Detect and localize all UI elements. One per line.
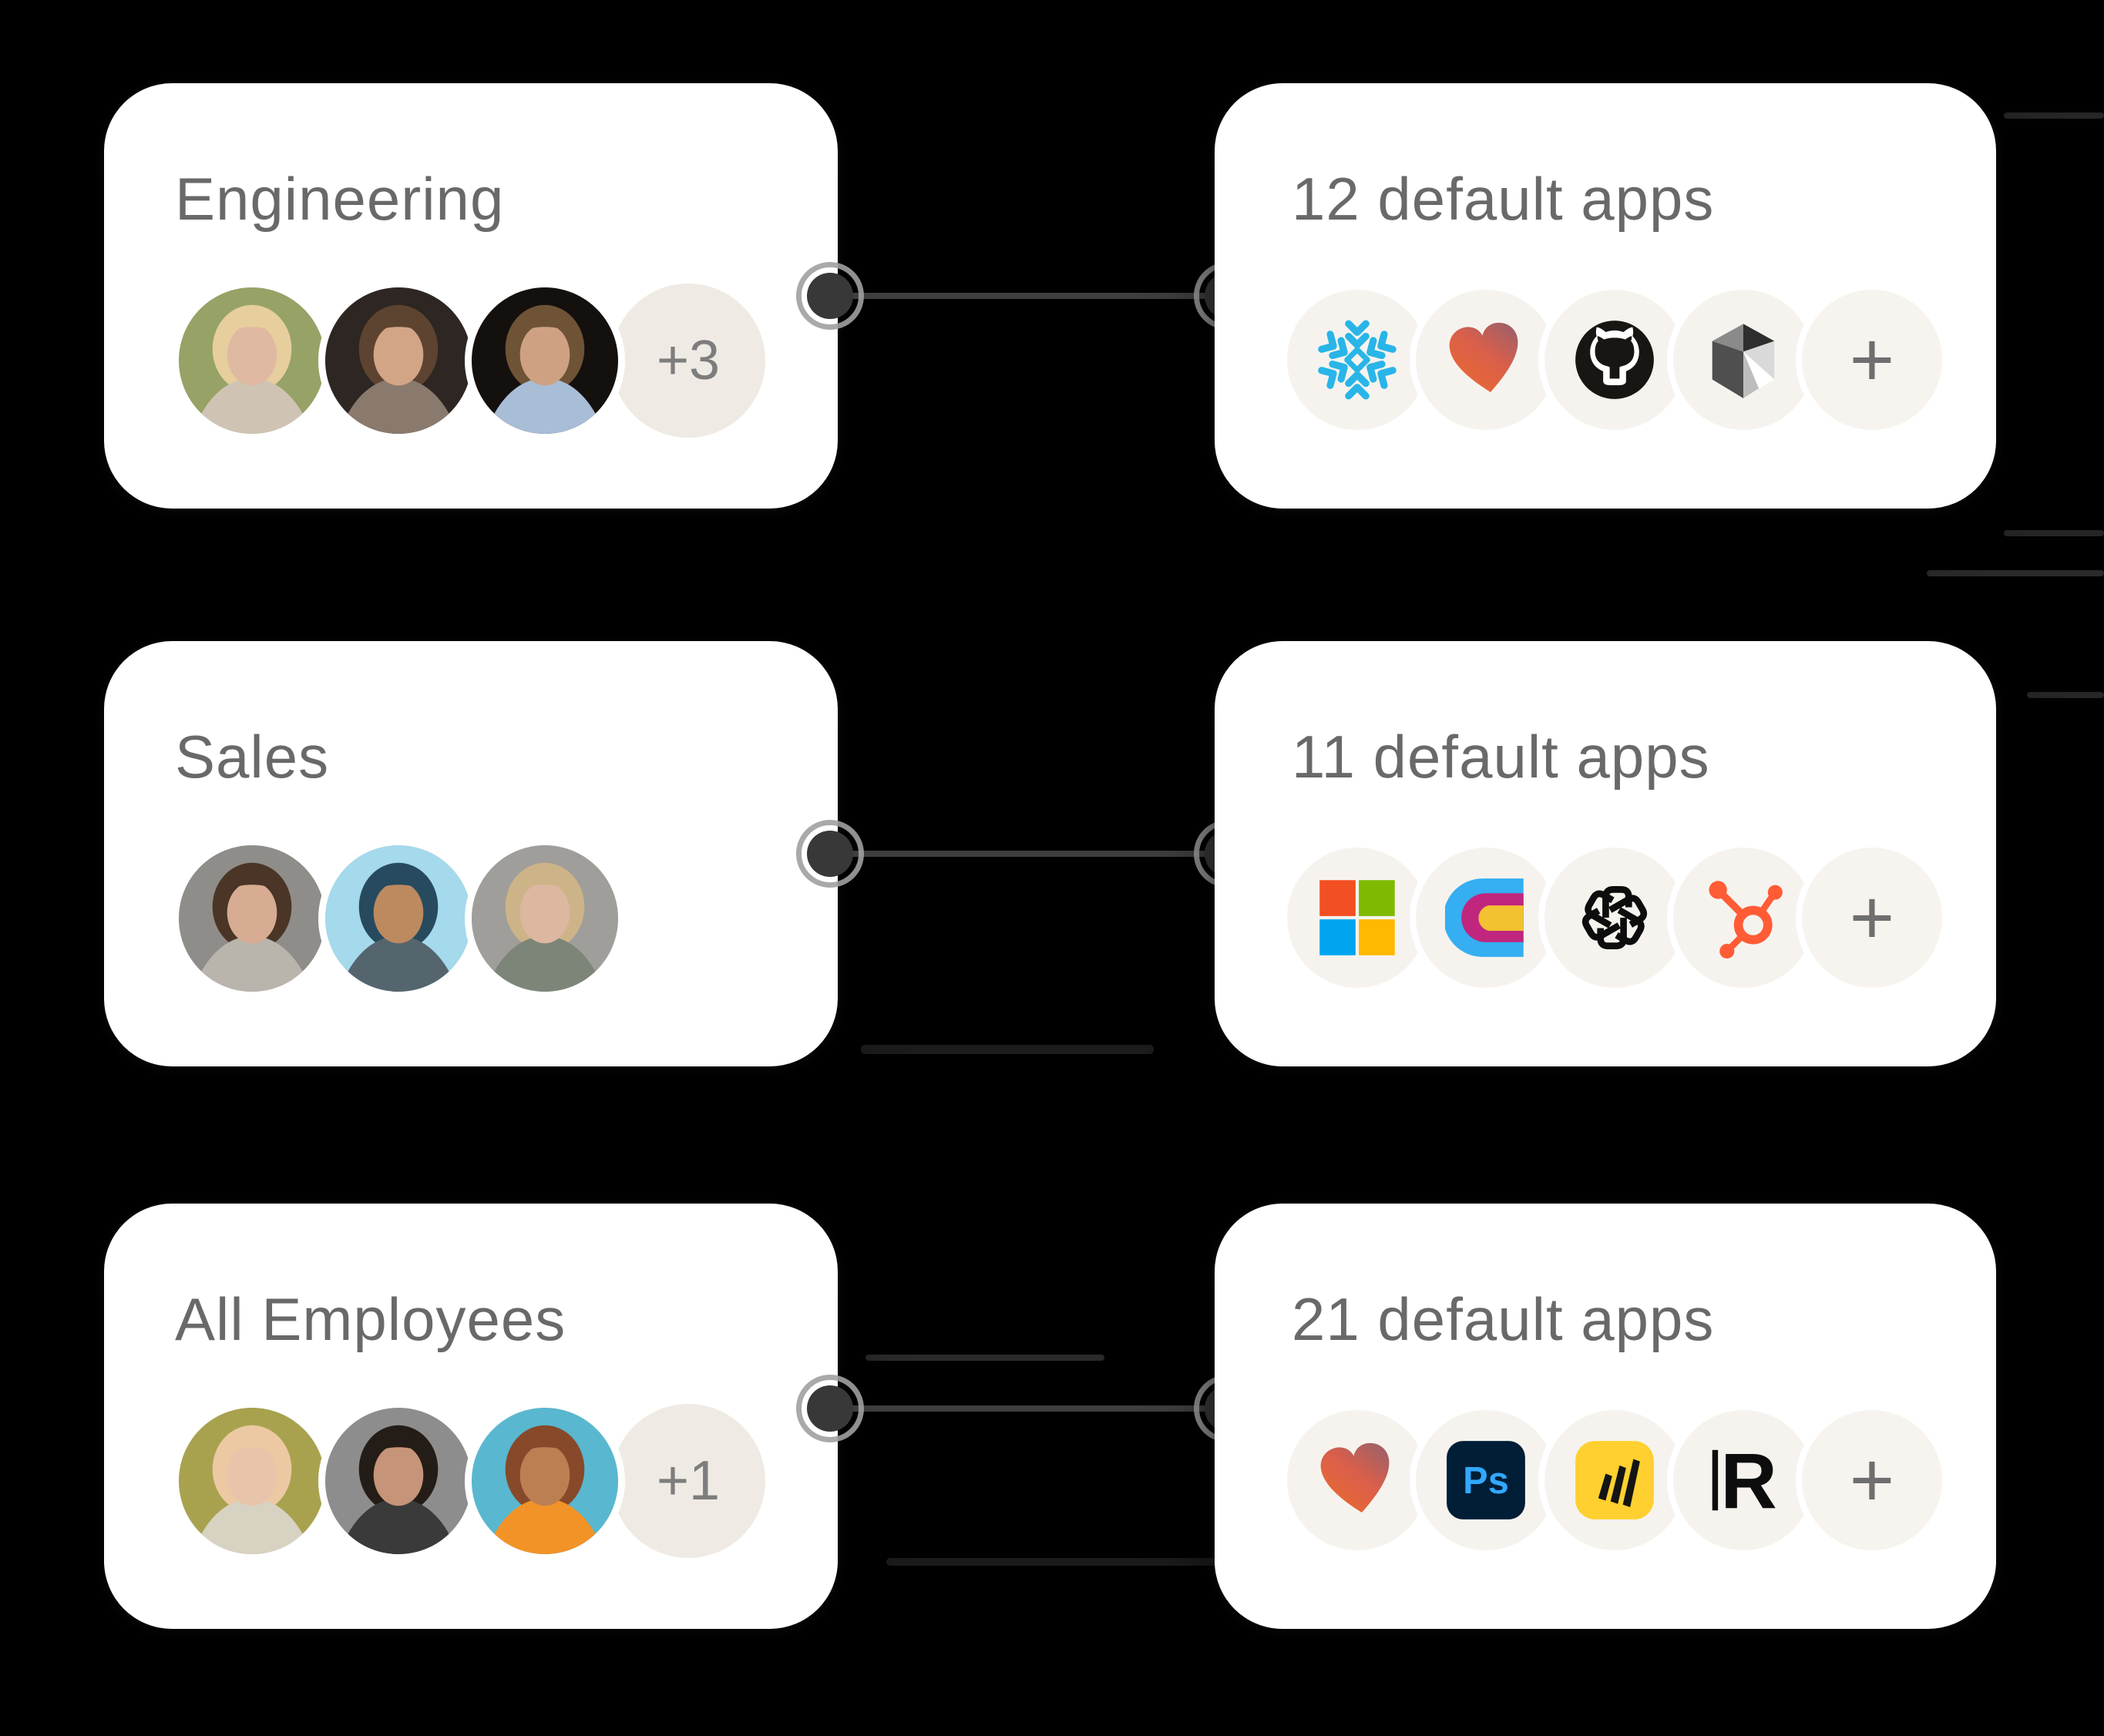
group-card-all-employees[interactable]: All Employees +1	[104, 1204, 838, 1629]
avatar	[172, 280, 332, 441]
avatar	[318, 1401, 479, 1561]
avatar	[172, 1401, 332, 1561]
avatar	[465, 280, 625, 441]
apps-card-all-employees[interactable]: 21 default apps Ps R +	[1215, 1204, 1996, 1629]
app-icon-hubspot[interactable]	[1667, 841, 1820, 994]
apps-card-sales[interactable]: 11 default apps +	[1215, 641, 1996, 1066]
connector-line	[828, 851, 1230, 857]
overflow-badge: +1	[611, 1404, 765, 1558]
add-app-button[interactable]: +	[1796, 284, 1948, 436]
apps-card-engineering[interactable]: 12 default apps +	[1215, 83, 1996, 509]
app-icon-photoshop[interactable]: Ps	[1410, 1404, 1562, 1556]
apps-title: 12 default apps	[1292, 165, 1715, 233]
connector-line	[828, 293, 1230, 299]
avatar	[318, 280, 479, 441]
app-icon-row: +	[1281, 284, 1948, 436]
group-title: Sales	[175, 723, 330, 791]
app-icon-gem-cube[interactable]	[1667, 284, 1820, 436]
avatar	[465, 838, 625, 999]
decorative-line	[2027, 692, 2104, 698]
avatar	[465, 1401, 625, 1561]
group-title: All Employees	[175, 1285, 566, 1353]
connector	[796, 815, 1262, 892]
app-icon-github[interactable]	[1538, 284, 1691, 436]
connector-dot-left-icon	[807, 273, 853, 319]
add-app-button[interactable]: +	[1796, 841, 1948, 994]
decorative-line	[1927, 570, 2104, 576]
avatar-stack: +1	[172, 1401, 765, 1561]
apps-title: 21 default apps	[1292, 1285, 1715, 1353]
app-icon-r-mark[interactable]: R	[1667, 1404, 1820, 1556]
overflow-badge: +3	[611, 284, 765, 438]
decorative-line	[2004, 112, 2104, 119]
connector-dot-left-icon	[807, 1385, 853, 1432]
app-icon-row: Ps R +	[1281, 1404, 1948, 1556]
app-icon-openai[interactable]	[1538, 841, 1691, 994]
add-app-button[interactable]: +	[1796, 1404, 1948, 1556]
connector-ring-left-icon	[796, 262, 864, 330]
decorative-line	[886, 1558, 1233, 1566]
connector-line	[828, 1405, 1230, 1412]
app-icon-heart[interactable]	[1281, 1404, 1433, 1556]
group-card-engineering[interactable]: Engineering +3	[104, 83, 838, 509]
connector-ring-left-icon	[796, 1375, 864, 1442]
decorative-line	[2004, 530, 2104, 536]
connector	[796, 1370, 1262, 1447]
decorative-line	[861, 1045, 1154, 1054]
svg-text:Ps: Ps	[1463, 1460, 1509, 1502]
avatar-stack: +3	[172, 280, 765, 441]
connector-dot-left-icon	[807, 831, 853, 877]
connector	[796, 257, 1262, 334]
connector-ring-left-icon	[796, 820, 864, 888]
avatar	[318, 838, 479, 999]
avatar	[172, 838, 332, 999]
group-title: Engineering	[175, 165, 505, 233]
apps-title: 11 default apps	[1292, 723, 1710, 791]
decorative-line	[865, 1355, 1104, 1361]
group-card-sales[interactable]: Sales	[104, 641, 838, 1066]
app-icon-row: +	[1281, 841, 1948, 994]
app-icon-heart[interactable]	[1410, 284, 1562, 436]
avatar-stack	[172, 838, 625, 999]
svg-text:R: R	[1720, 1439, 1776, 1521]
